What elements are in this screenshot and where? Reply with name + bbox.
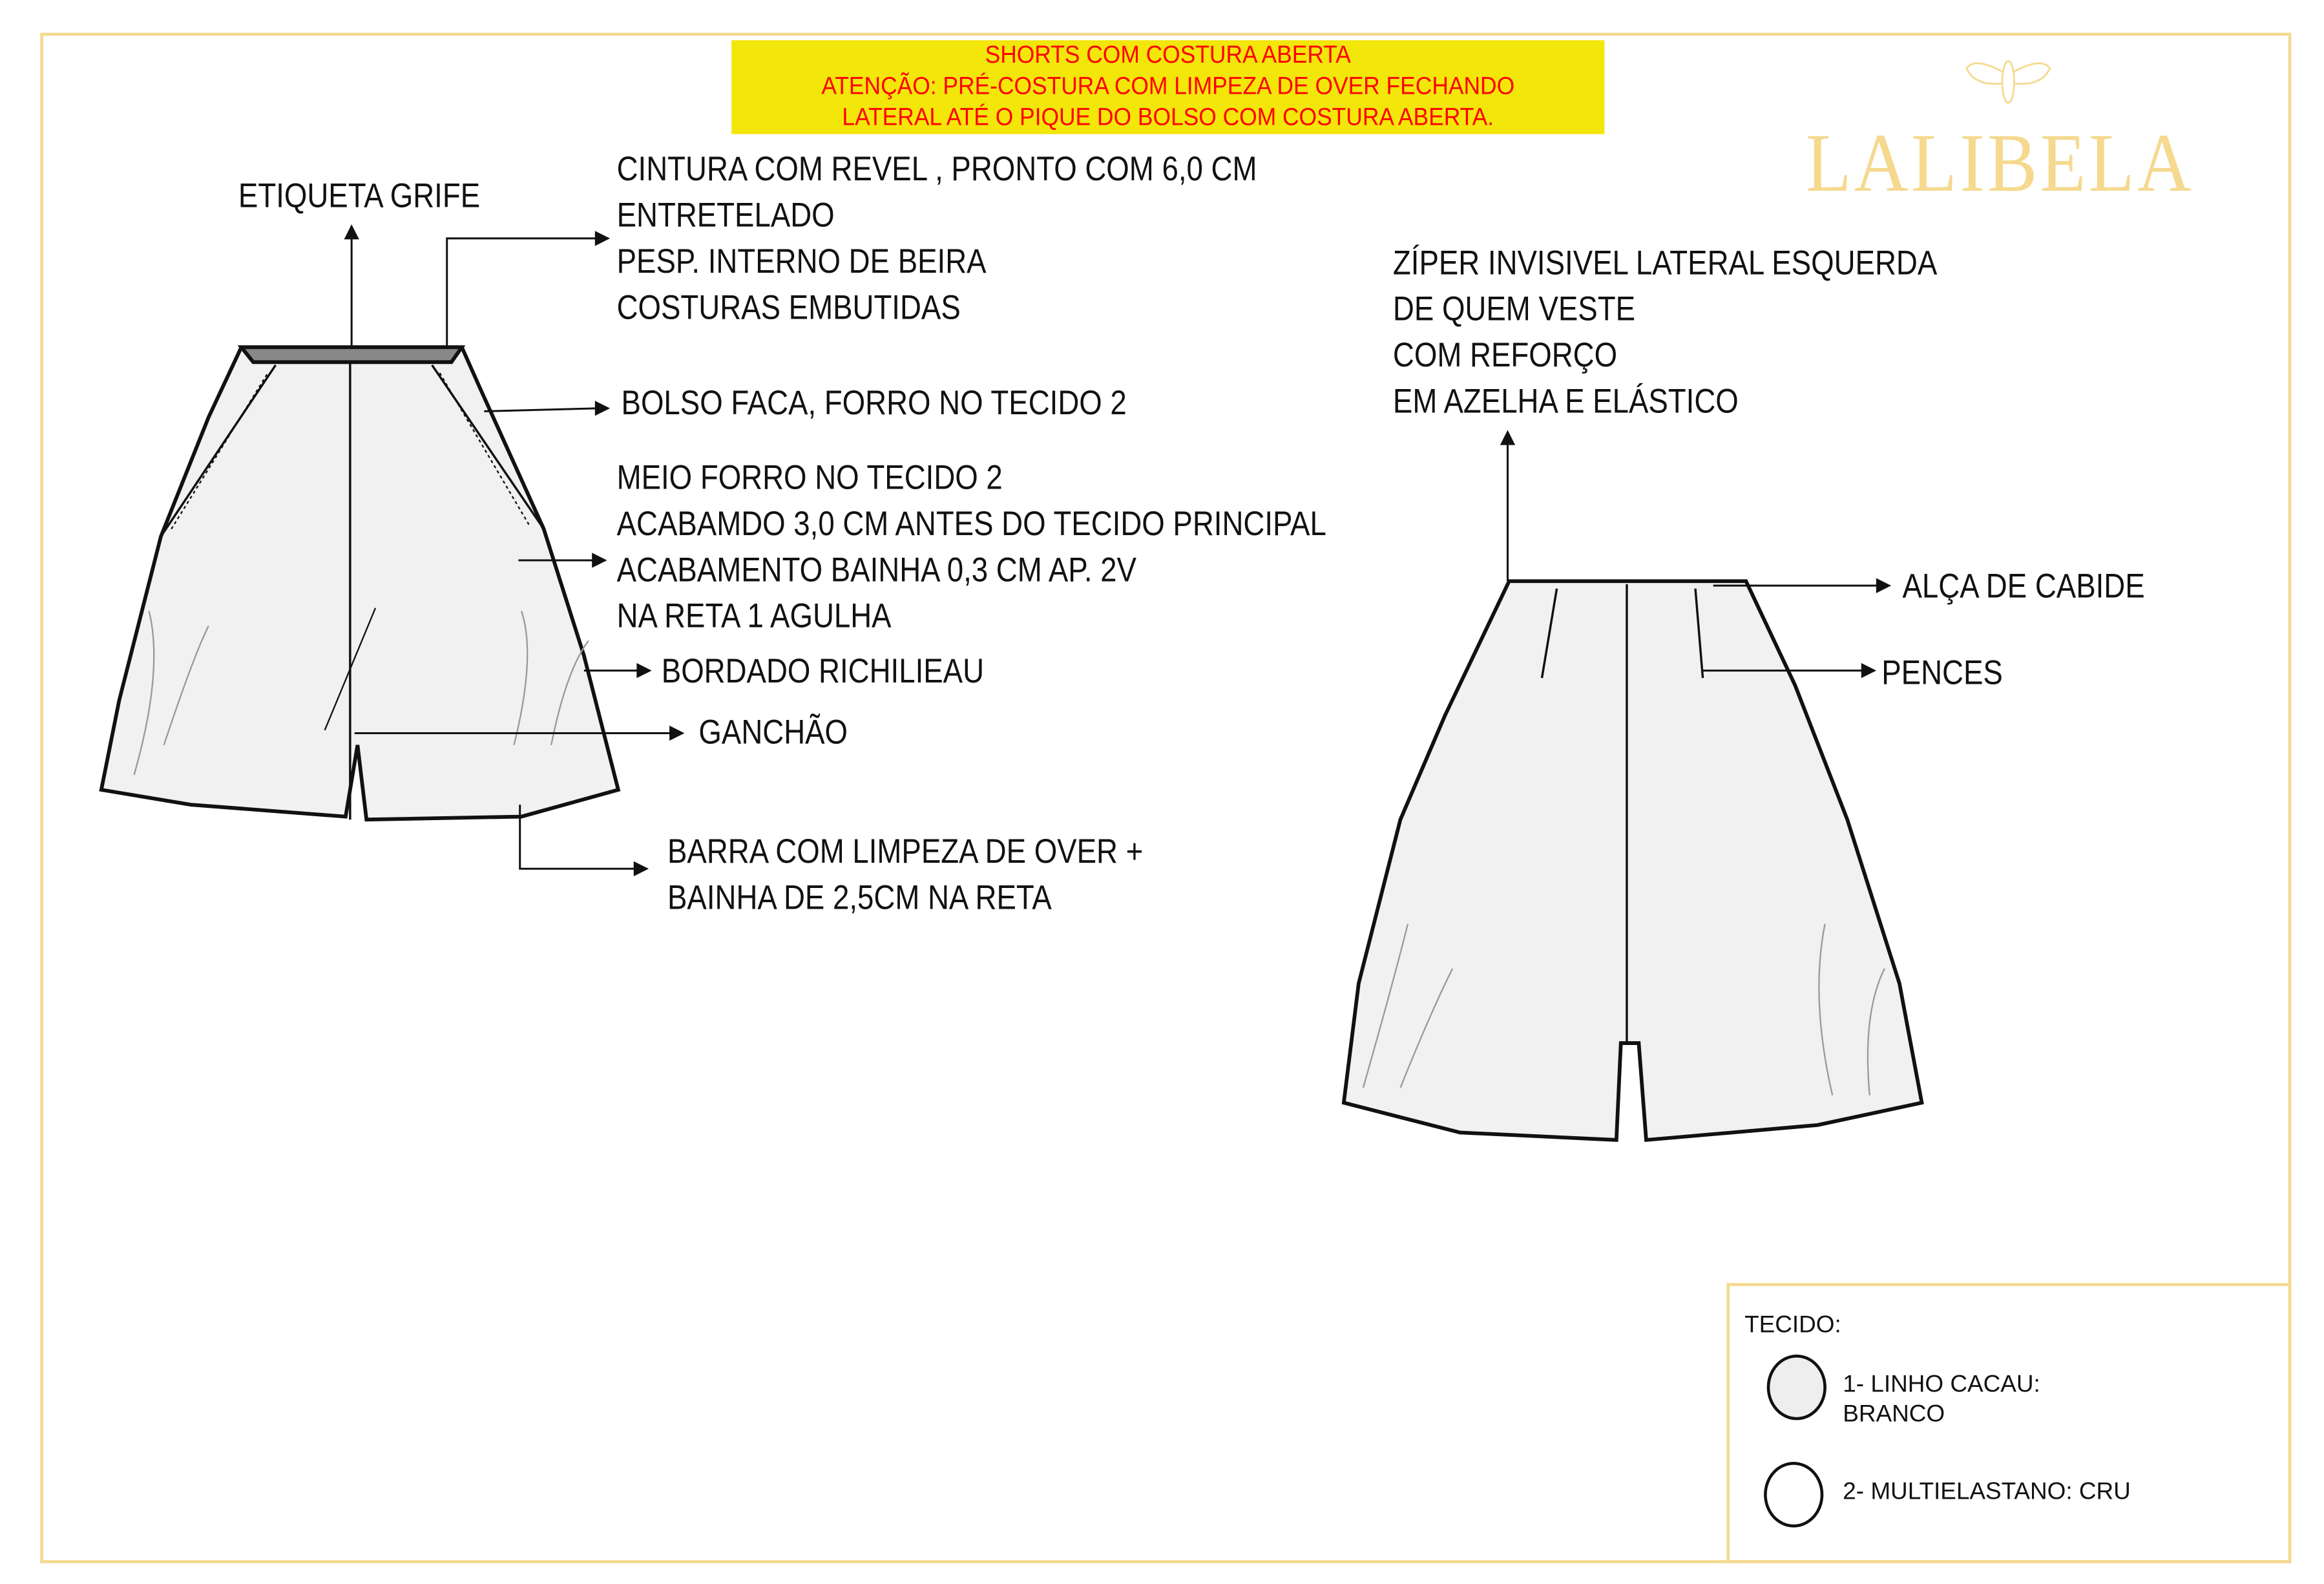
text-line: BAINHA DE 2,5CM NA RETA bbox=[667, 878, 1052, 917]
warning-line: SHORTS COM COSTURA ABERTA bbox=[985, 41, 1351, 69]
label-bordado: BORDADO RICHILIEAU bbox=[661, 651, 985, 690]
brand-logo: LALIBELA bbox=[1805, 118, 2194, 211]
fabric-legend: TECIDO: 1- LINHO CACAU: BRANCO 2- MULTIE… bbox=[1726, 1283, 2292, 1563]
fabric-swatch-multielastano bbox=[1764, 1461, 1824, 1528]
label-ganchao: GANCHÃO bbox=[698, 712, 848, 752]
text-line: ACABAMENTO BAINHA 0,3 CM AP. 2V bbox=[616, 549, 1136, 589]
label-barra: BARRA COM LIMPEZA DE OVER + BAINHA DE 2,… bbox=[667, 829, 1143, 921]
text-line: BRANCO bbox=[1843, 1402, 1945, 1428]
legend-title: TECIDO: bbox=[1744, 1313, 1841, 1338]
text-line: ZÍPER INVISIVEL LATERAL ESQUERDA bbox=[1392, 242, 1938, 282]
label-pences: PENCES bbox=[1881, 652, 2003, 692]
fabric-swatch-linho bbox=[1766, 1354, 1827, 1420]
bee-logo-icon bbox=[1965, 60, 2051, 104]
label-forro: MEIO FORRO NO TECIDO 2 ACABAMDO 3,0 CM A… bbox=[617, 454, 1326, 639]
legend-item: 1- LINHO CACAU: BRANCO bbox=[1843, 1371, 2040, 1430]
text-line: EM AZELHA E ELÁSTICO bbox=[1392, 381, 1739, 421]
text-line: NA RETA 1 AGULHA bbox=[616, 596, 892, 635]
label-bolso: BOLSO FACA, FORRO NO TECIDO 2 bbox=[621, 383, 1127, 422]
text-line: ENTRETELADO bbox=[616, 195, 835, 235]
label-alca: ALÇA DE CABIDE bbox=[1902, 566, 2145, 606]
text-line: 1- LINHO CACAU: bbox=[1843, 1372, 2040, 1398]
label-cintura: CINTURA COM REVEL , PRONTO COM 6,0 CM EN… bbox=[617, 146, 1257, 331]
text-line: BARRA COM LIMPEZA DE OVER + bbox=[667, 831, 1144, 871]
text-line: ACABAMDO 3,0 CM ANTES DO TECIDO PRINCIPA… bbox=[616, 503, 1326, 543]
text-line: COSTURAS EMBUTIDAS bbox=[616, 288, 961, 326]
back-shorts-drawing bbox=[1341, 579, 1924, 1143]
text-line: DE QUEM VESTE bbox=[1392, 289, 1636, 328]
front-shorts-drawing bbox=[99, 345, 621, 822]
warning-line: LATERAL ATÉ O PIQUE DO BOLSO COM COSTURA… bbox=[842, 104, 1494, 131]
warning-line: ATENÇÃO: PRÉ-COSTURA COM LIMPEZA DE OVER… bbox=[821, 72, 1515, 100]
text-line: CINTURA COM REVEL , PRONTO COM 6,0 CM bbox=[616, 149, 1257, 188]
warning-box: SHORTS COM COSTURA ABERTA ATENÇÃO: PRÉ-C… bbox=[731, 40, 1605, 134]
label-ziper: ZÍPER INVISIVEL LATERAL ESQUERDA DE QUEM… bbox=[1393, 240, 1937, 425]
callout-arrows bbox=[344, 224, 1892, 876]
text-line: PESP. INTERNO DE BEIRA bbox=[616, 241, 987, 280]
text-line: MEIO FORRO NO TECIDO 2 bbox=[616, 457, 1003, 496]
legend-item: 2- MULTIELASTANO: CRU bbox=[1843, 1479, 2131, 1505]
label-etiqueta: ETIQUETA GRIFE bbox=[238, 176, 481, 215]
page-frame bbox=[40, 32, 2292, 1563]
text-line: COM REFORÇO bbox=[1392, 335, 1618, 374]
